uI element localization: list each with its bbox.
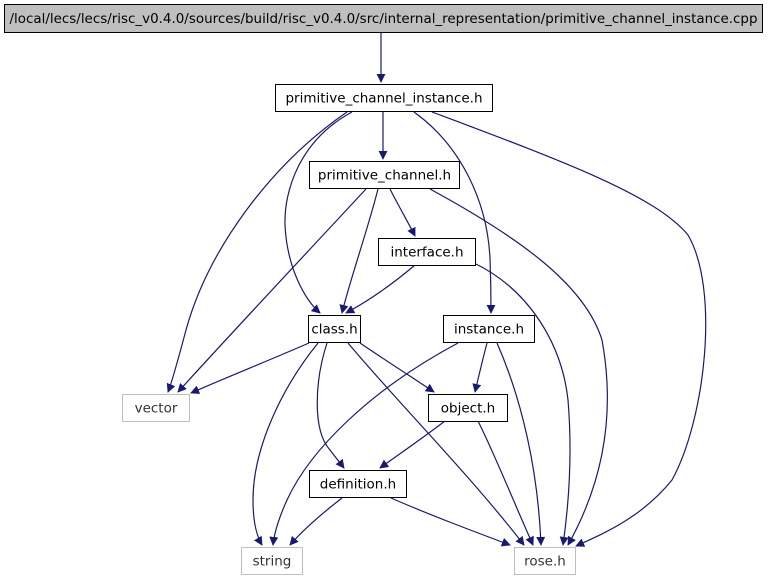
node-box bbox=[309, 470, 407, 498]
node-label: interface.h bbox=[390, 245, 463, 261]
edge-class-h-to-vector bbox=[190, 342, 310, 394]
node-label: object.h bbox=[441, 401, 495, 417]
node-pc-h[interactable]: primitive_channel.h bbox=[309, 161, 460, 189]
node-label: /local/lecs/lecs/risc_v0.4.0/sources/bui… bbox=[10, 11, 758, 27]
edge-class-h-to-string bbox=[252, 342, 319, 546]
edge-definition-h-to-rose-h bbox=[390, 497, 511, 547]
node-label: rose.h bbox=[524, 554, 566, 570]
edges-layer bbox=[166, 33, 707, 547]
node-label: vector bbox=[135, 401, 178, 417]
edge-instance-h-to-object-h bbox=[472, 342, 488, 393]
node-label: string bbox=[253, 554, 292, 570]
node-box bbox=[309, 161, 460, 189]
edge-pc-h-to-interface-h bbox=[389, 188, 416, 237]
node-box bbox=[428, 394, 508, 422]
edge-pci-h-to-vector bbox=[166, 111, 348, 393]
edge-pc-h-to-class-h bbox=[339, 188, 379, 314]
node-definition-h[interactable]: definition.h bbox=[309, 470, 407, 498]
nodes-layer: /local/lecs/lecs/risc_v0.4.0/sources/bui… bbox=[4, 4, 763, 575]
node-box bbox=[443, 315, 535, 343]
edge-pc-h-to-rose-h bbox=[429, 188, 609, 546]
edge-pci-h-to-instance-h bbox=[413, 111, 496, 314]
node-label: primitive_channel.h bbox=[318, 168, 451, 184]
node-box bbox=[122, 394, 190, 422]
node-string: string bbox=[241, 547, 303, 575]
node-box bbox=[4, 4, 763, 33]
node-label: instance.h bbox=[454, 322, 524, 338]
node-pci-h[interactable]: primitive_channel_instance.h bbox=[275, 84, 493, 112]
edge-class-h-to-definition-h bbox=[316, 342, 345, 469]
node-vector: vector bbox=[122, 394, 190, 422]
node-label: primitive_channel_instance.h bbox=[285, 91, 482, 107]
edge-object-h-to-definition-h bbox=[379, 420, 446, 469]
node-box bbox=[241, 547, 303, 575]
edge-pc-h-to-vector bbox=[177, 188, 367, 393]
edge-class-h-to-rose-h bbox=[347, 342, 525, 546]
node-class-h[interactable]: class.h bbox=[308, 315, 361, 343]
node-box bbox=[275, 84, 493, 112]
edge-instance-h-to-rose-h bbox=[496, 342, 546, 546]
edge-pci-h-to-rose-h bbox=[431, 111, 707, 547]
node-box bbox=[378, 238, 476, 266]
node-rose-h: rose.h bbox=[514, 547, 576, 575]
edge-interface-h-to-rose-h bbox=[473, 262, 571, 546]
node-box bbox=[308, 315, 361, 343]
node-label: class.h bbox=[311, 322, 357, 338]
node-label: definition.h bbox=[320, 477, 396, 493]
edge-object-h-to-rose-h bbox=[477, 420, 534, 546]
edge-class-h-to-object-h bbox=[359, 342, 435, 393]
node-interface-h[interactable]: interface.h bbox=[378, 238, 476, 266]
node-box bbox=[514, 547, 576, 575]
node-object-h[interactable]: object.h bbox=[428, 394, 508, 422]
node-root[interactable]: /local/lecs/lecs/risc_v0.4.0/sources/bui… bbox=[4, 4, 763, 33]
node-instance-h[interactable]: instance.h bbox=[443, 315, 535, 343]
edge-interface-h-to-class-h bbox=[345, 264, 416, 314]
edge-definition-h-to-string bbox=[289, 497, 343, 546]
edge-instance-h-to-string bbox=[269, 342, 459, 546]
edge-pci-h-to-class-h bbox=[284, 111, 353, 314]
